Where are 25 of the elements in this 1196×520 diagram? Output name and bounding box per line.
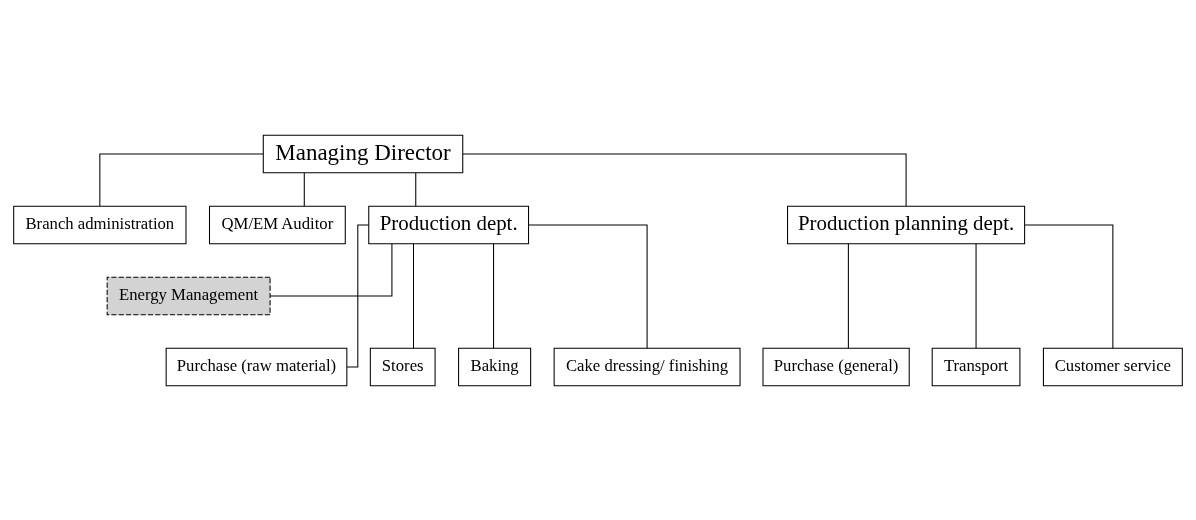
connector [493, 242, 495, 349]
node-box: Stores [369, 347, 436, 386]
connector [1024, 223, 1114, 349]
connector [847, 242, 849, 349]
connector [415, 172, 417, 206]
node-box: Customer service [1042, 347, 1183, 386]
node-box: Purchase (general) [762, 347, 910, 386]
node-box: Transport [931, 347, 1021, 386]
connector [412, 242, 414, 349]
node-box: QM/EM Auditor [209, 205, 346, 244]
connector [99, 152, 264, 206]
connector [303, 172, 305, 206]
node-box: Baking [458, 347, 532, 386]
node-box: Production planning dept. [787, 205, 1026, 244]
node-box: Managing Director [262, 134, 464, 173]
connector [346, 223, 370, 368]
connector [528, 223, 648, 349]
connector [975, 242, 977, 349]
node-box: Purchase (raw material) [165, 347, 348, 386]
connector [269, 243, 393, 297]
connector [462, 152, 907, 206]
node-box: Branch administration [13, 205, 187, 244]
node-box: Energy Management [106, 276, 271, 315]
node-box: Cake dressing/ finishing [553, 347, 741, 386]
node-box: Production dept. [368, 205, 530, 244]
